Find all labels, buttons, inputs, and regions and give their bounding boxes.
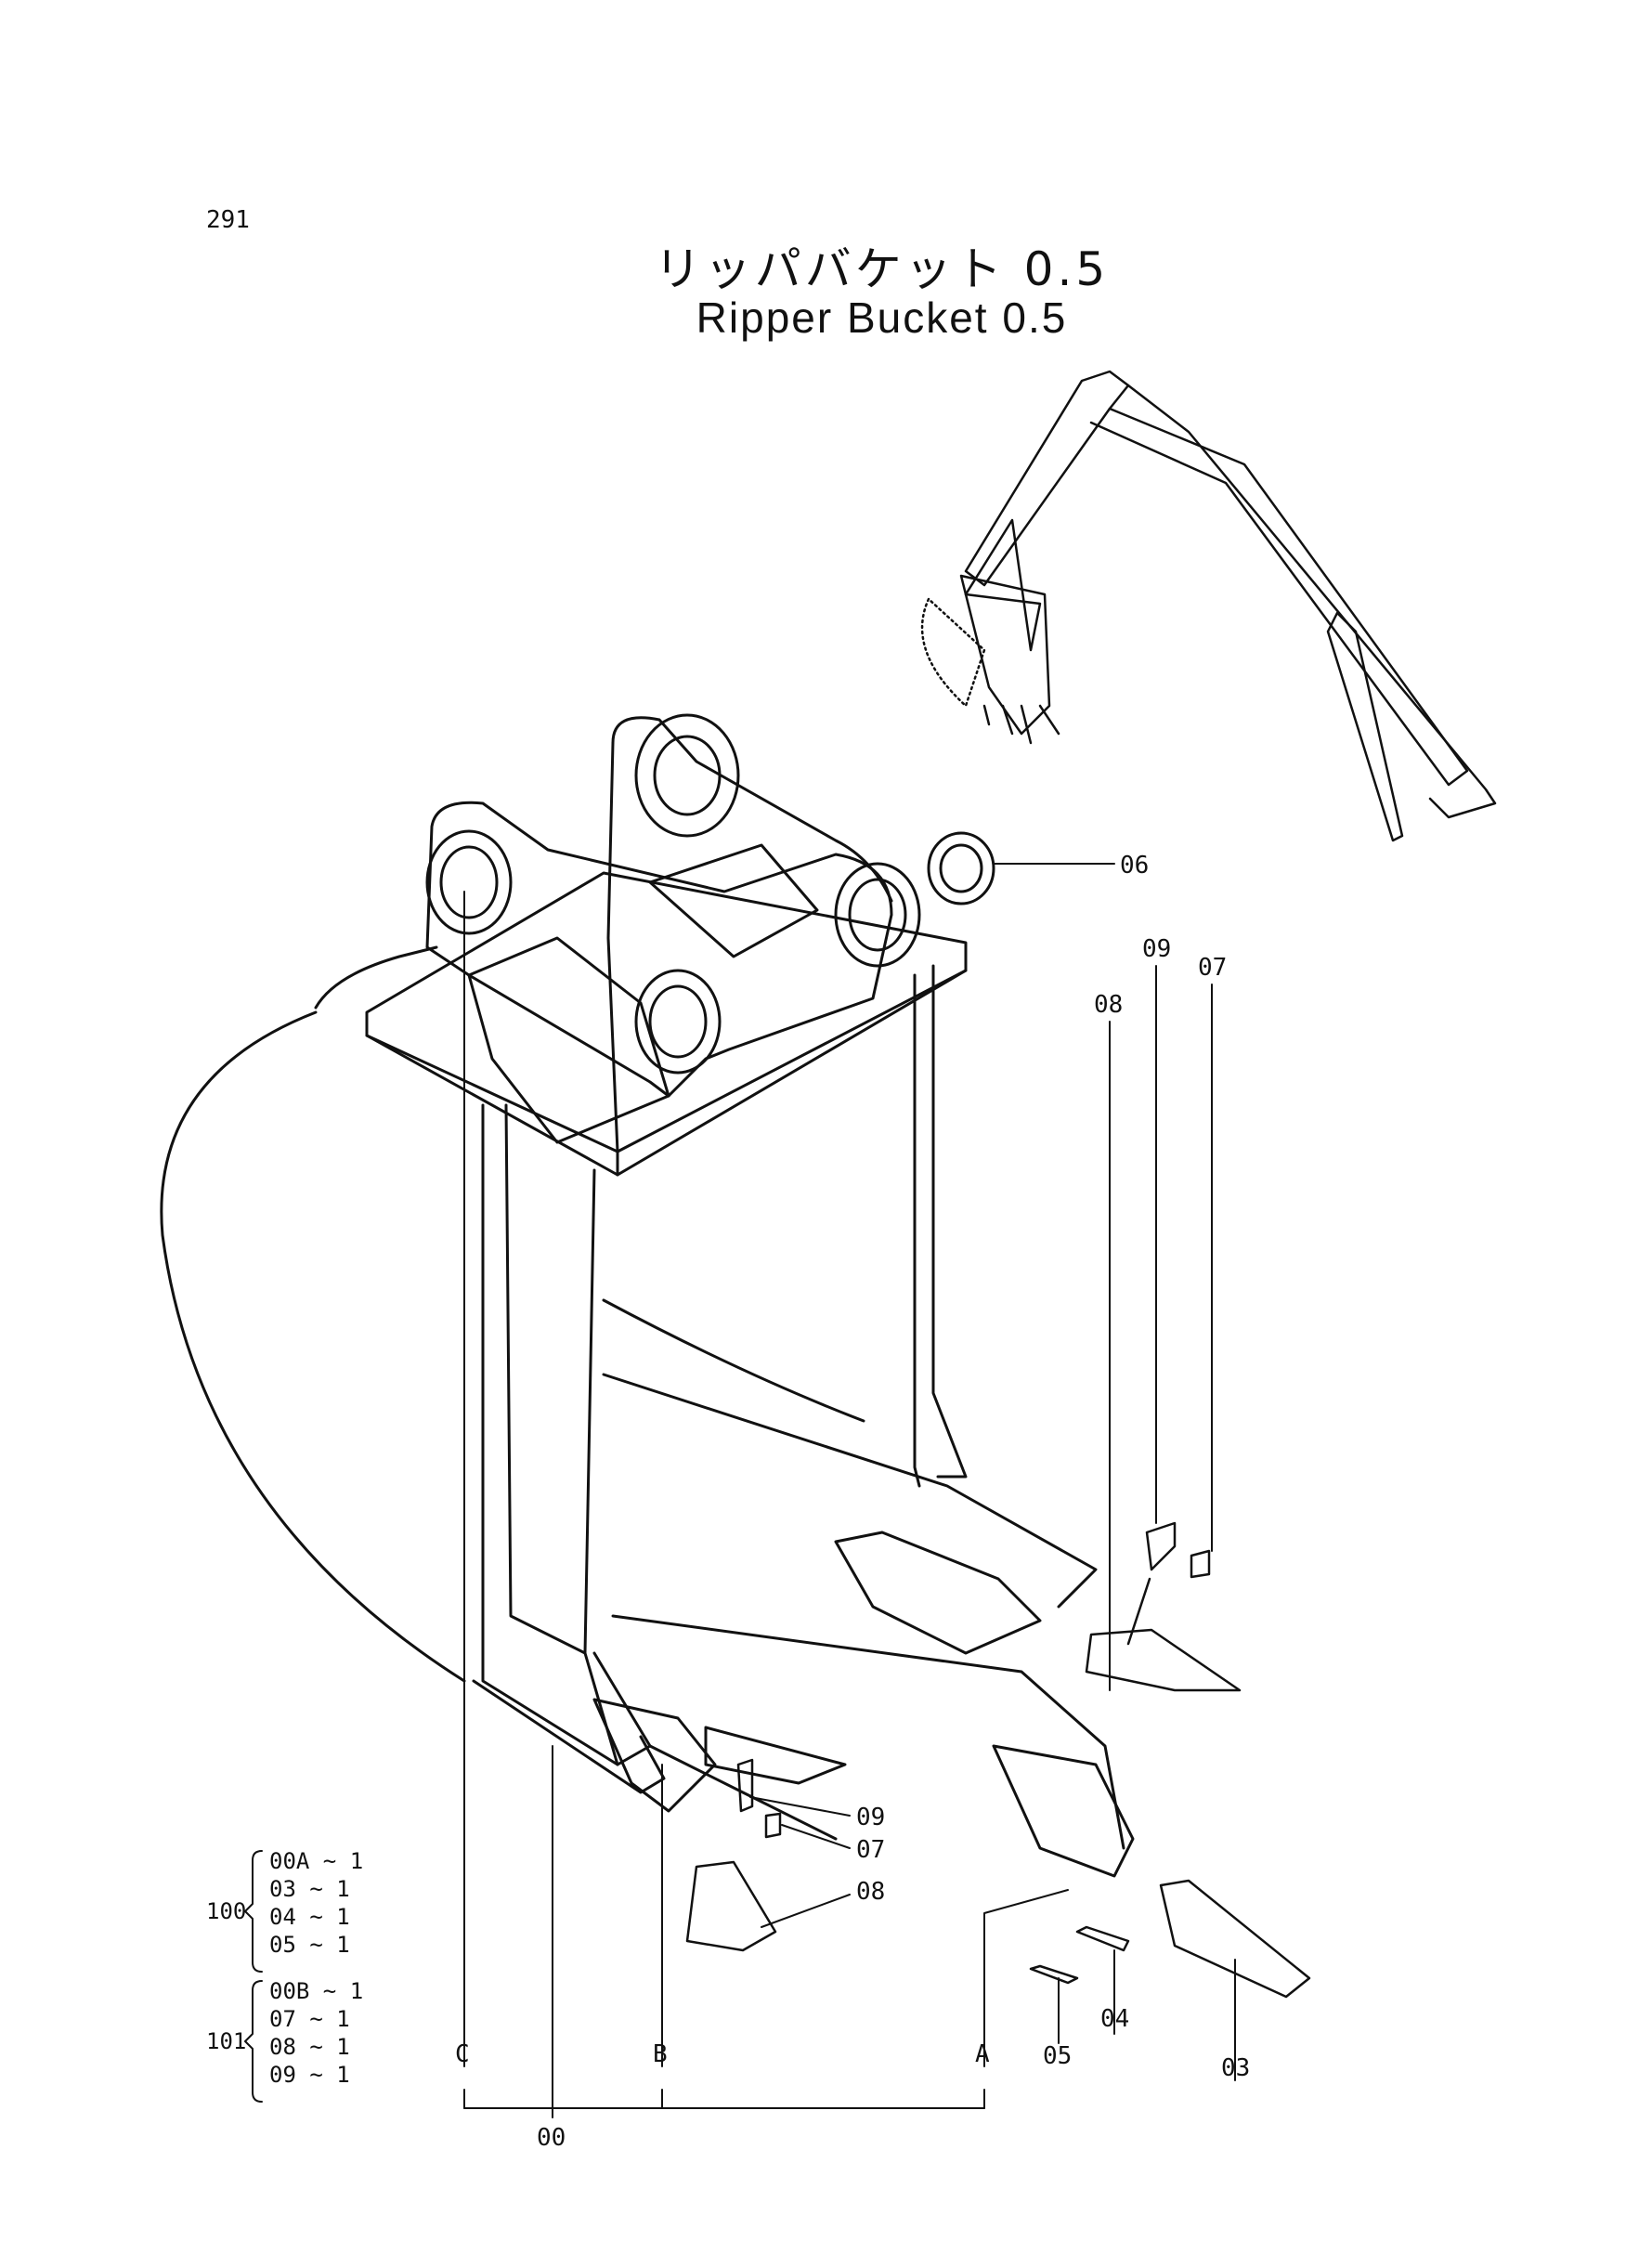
pin-04 <box>1075 1925 1130 1952</box>
callout-05: 05 <box>1043 2042 1072 2070</box>
callout-03: 03 <box>1221 2054 1250 2082</box>
callout-labels: 06 08 09 07 09 07 08 05 04 03 A B C 00 <box>455 852 1250 2152</box>
assembly-101-number: 101 <box>206 2028 246 2054</box>
callout-06: 06 <box>1120 852 1149 879</box>
title-english: Ripper Bucket 0.5 <box>696 293 1068 342</box>
ripper-bucket-body <box>160 713 1135 1878</box>
lock-07-upper <box>1190 1549 1211 1579</box>
tooth-08-lower <box>685 1860 777 1952</box>
tooth-03 <box>1159 1879 1311 1999</box>
callout-09-lower: 09 <box>856 1804 885 1831</box>
callout-04: 04 <box>1100 2005 1129 2033</box>
callout-B: B <box>653 2040 668 2068</box>
lockpin-09-upper <box>1145 1521 1177 1571</box>
assembly-101-item: 09 ~ 1 <box>269 2062 350 2088</box>
callout-07-lower: 07 <box>856 1836 885 1864</box>
callout-08-lower: 08 <box>856 1878 885 1906</box>
assembly-braces <box>244 1850 263 2103</box>
assembly-100-item: 04 ~ 1 <box>269 1904 350 1930</box>
title-japanese: リッパバケット 0.5 <box>654 242 1110 296</box>
assembly-101-item: 07 ~ 1 <box>269 2006 350 2032</box>
page-number: 291 <box>206 206 250 234</box>
replacement-parts <box>685 1521 1311 1999</box>
assembly-100-number: 100 <box>206 1898 246 1924</box>
assembly-100-item: 00A ~ 1 <box>269 1848 363 1874</box>
excavator-inset-illustration <box>920 370 1497 842</box>
assembly-101-item: 00B ~ 1 <box>269 1978 363 2004</box>
callout-07-upper: 07 <box>1198 954 1227 982</box>
leader-lines <box>463 863 1236 2118</box>
callout-C: C <box>455 2040 470 2068</box>
assembly-100-item: 03 ~ 1 <box>269 1876 350 1902</box>
lockpin-09-lower <box>736 1758 754 1813</box>
lock-07-lower <box>764 1812 782 1839</box>
assembly-list: 100 00A ~ 1 03 ~ 1 04 ~ 1 05 ~ 1 101 00B… <box>206 1848 363 2088</box>
callout-08-upper: 08 <box>1094 991 1123 1019</box>
callout-09-upper: 09 <box>1142 935 1171 963</box>
callout-A: A <box>975 2040 990 2068</box>
assembly-100-item: 05 ~ 1 <box>269 1932 350 1958</box>
tooth-08-upper <box>1085 1628 1242 1692</box>
assembly-101-item: 08 ~ 1 <box>269 2034 350 2060</box>
callout-00: 00 <box>537 2124 566 2152</box>
pin-05 <box>1029 1964 1079 1985</box>
